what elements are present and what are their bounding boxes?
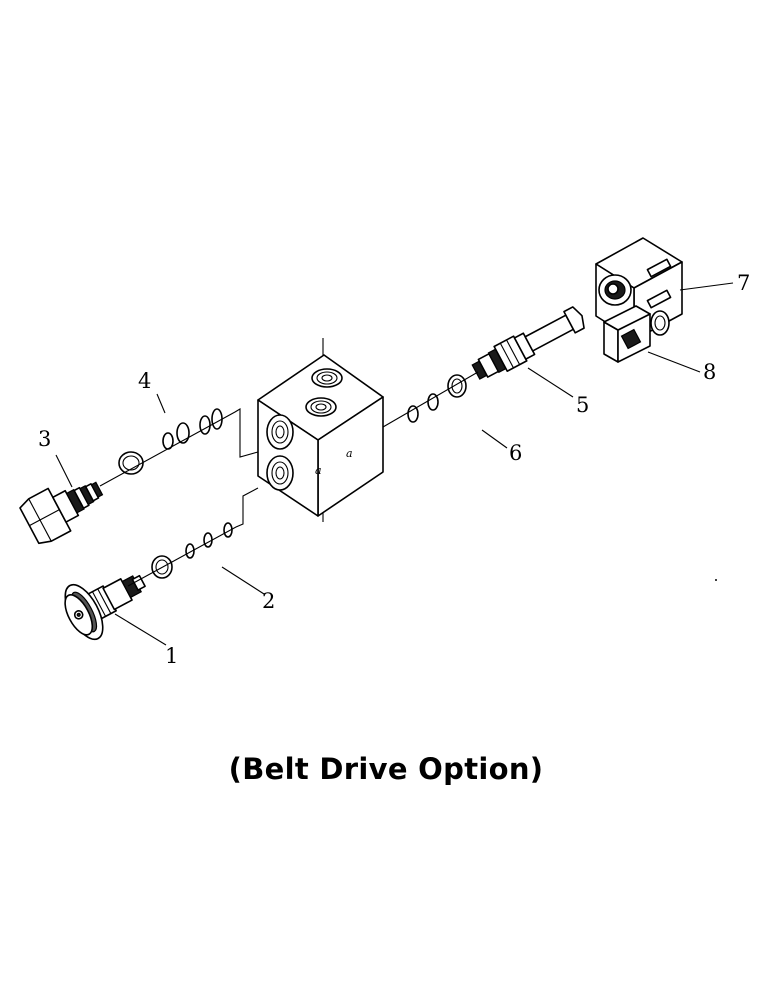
part-2-seal-kit <box>151 522 233 579</box>
callout-numbers: 1 2 3 4 5 6 7 8 <box>38 271 750 668</box>
top-port-front <box>305 397 337 417</box>
part-3-hex-cartridge <box>19 481 104 545</box>
callout-4: 4 <box>138 369 151 393</box>
part-1-adjustable-cartridge <box>64 574 146 641</box>
callout-5: 5 <box>576 393 589 417</box>
part-6-seal-kit <box>407 374 467 423</box>
callout-6: 6 <box>509 441 522 465</box>
part-4-seal-kit <box>118 408 223 475</box>
assembly-line-upper <box>99 408 259 487</box>
diagram-caption: (Belt Drive Option) <box>228 752 544 786</box>
part-5-solenoid-cartridge <box>471 306 585 380</box>
coil-label-slots <box>646 258 672 309</box>
port-mark-left: a <box>315 464 322 477</box>
connector-plug <box>650 310 670 336</box>
callout-8: 8 <box>703 360 716 384</box>
assembly-line-lower <box>127 487 259 587</box>
callout-1: 1 <box>165 644 178 668</box>
manifold-block: a a <box>257 354 384 517</box>
callout-2: 2 <box>262 589 275 613</box>
side-port-upper <box>266 414 294 450</box>
part-8-connector <box>603 305 670 363</box>
callout-3: 3 <box>38 427 51 451</box>
callout-leaders <box>55 282 734 646</box>
callout-7: 7 <box>737 271 750 295</box>
assembly-line-right <box>382 371 479 428</box>
side-port-lower <box>266 455 294 491</box>
stray-dot <box>715 579 717 581</box>
port-mark-right: a <box>346 447 353 460</box>
top-port-rear <box>311 368 343 388</box>
